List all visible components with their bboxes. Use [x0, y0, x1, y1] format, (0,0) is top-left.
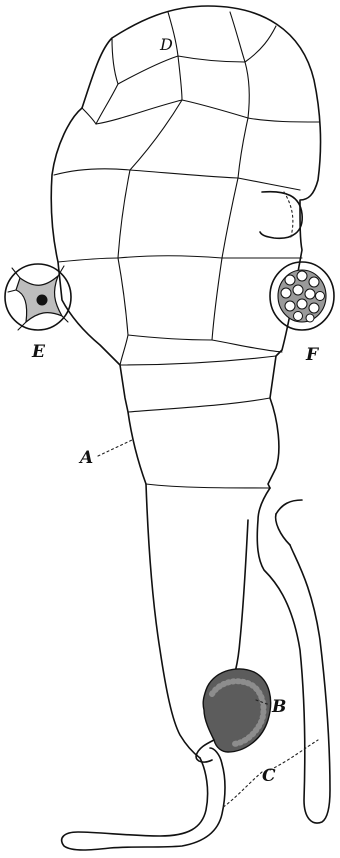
- lower-tube: [146, 484, 330, 823]
- label-d: D: [159, 35, 173, 54]
- right-bulge-cell: [260, 192, 302, 240]
- body-b: [196, 669, 271, 762]
- cell-body: [51, 6, 320, 488]
- label-f: F: [305, 345, 320, 365]
- cell-f: [270, 262, 334, 330]
- label-e: E: [31, 342, 46, 362]
- label-a: A: [78, 448, 93, 468]
- filament-c: [62, 748, 225, 850]
- label-b: B: [271, 697, 286, 717]
- label-c: C: [262, 766, 276, 786]
- cell-walls: [54, 12, 320, 488]
- leader-lines: [98, 440, 318, 808]
- figure-labels: D E F A B C: [31, 35, 320, 786]
